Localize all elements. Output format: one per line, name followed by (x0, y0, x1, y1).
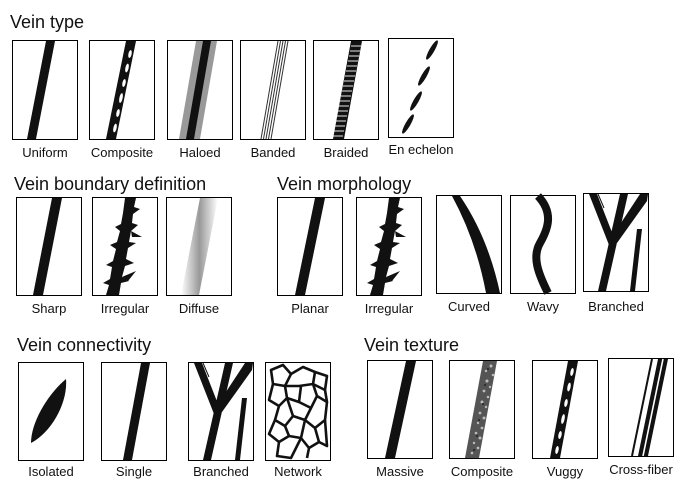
label-composite: Composite (80, 146, 164, 159)
label-planar: Planar (277, 302, 343, 315)
label-uniform: Uniform (12, 146, 78, 159)
label-cross-fiber: Cross-fiber (602, 463, 680, 476)
diagram-braided (313, 40, 379, 140)
label-braided: Braided (313, 146, 379, 159)
label-banded: Banded (240, 146, 306, 159)
diagram-planar (277, 197, 343, 296)
label-curved: Curved (436, 300, 502, 313)
label-sharp: Sharp (16, 302, 82, 315)
diagram-composite (89, 40, 155, 140)
label-wavy: Wavy (510, 300, 576, 313)
diagram-curved (436, 195, 502, 294)
diagram-composite-texture (449, 360, 515, 459)
label-irregular-boundary: Irregular (88, 302, 162, 315)
diagram-isolated (18, 362, 84, 461)
label-en-echelon: En echelon (380, 143, 462, 156)
label-branched-morphology: Branched (578, 300, 654, 313)
diagram-banded (240, 40, 306, 140)
section-title-vein-connectivity: Vein connectivity (17, 336, 151, 354)
diagram-irregular-morphology (356, 197, 422, 296)
diagram-en-echelon (388, 38, 454, 138)
label-vuggy: Vuggy (532, 465, 598, 478)
label-isolated: Isolated (18, 465, 84, 478)
diagram-sharp (16, 197, 82, 296)
label-branched-connectivity: Branched (183, 465, 259, 478)
label-irregular-morphology: Irregular (352, 302, 426, 315)
label-composite-texture: Composite (442, 465, 522, 478)
diagram-massive (367, 360, 433, 459)
diagram-wavy (510, 195, 576, 294)
section-title-vein-boundary: Vein boundary definition (14, 175, 206, 193)
diagram-branched-morphology (583, 193, 649, 292)
section-title-vein-texture: Vein texture (364, 336, 459, 354)
diagram-branched-connectivity (188, 362, 254, 461)
diagram-diffuse (166, 197, 232, 296)
diagram-cross-fiber (608, 358, 674, 457)
label-diffuse: Diffuse (166, 302, 232, 315)
label-network: Network (261, 465, 335, 478)
section-title-vein-type: Vein type (10, 13, 84, 31)
diagram-irregular-boundary (92, 197, 158, 296)
diagram-single (101, 362, 167, 461)
label-single: Single (101, 465, 167, 478)
label-haloed: Haloed (167, 146, 233, 159)
section-title-vein-morphology: Vein morphology (277, 175, 411, 193)
diagram-vuggy (532, 360, 598, 459)
diagram-network (265, 362, 331, 461)
diagram-uniform (12, 40, 78, 140)
label-massive: Massive (365, 465, 435, 478)
diagram-haloed (167, 40, 233, 140)
